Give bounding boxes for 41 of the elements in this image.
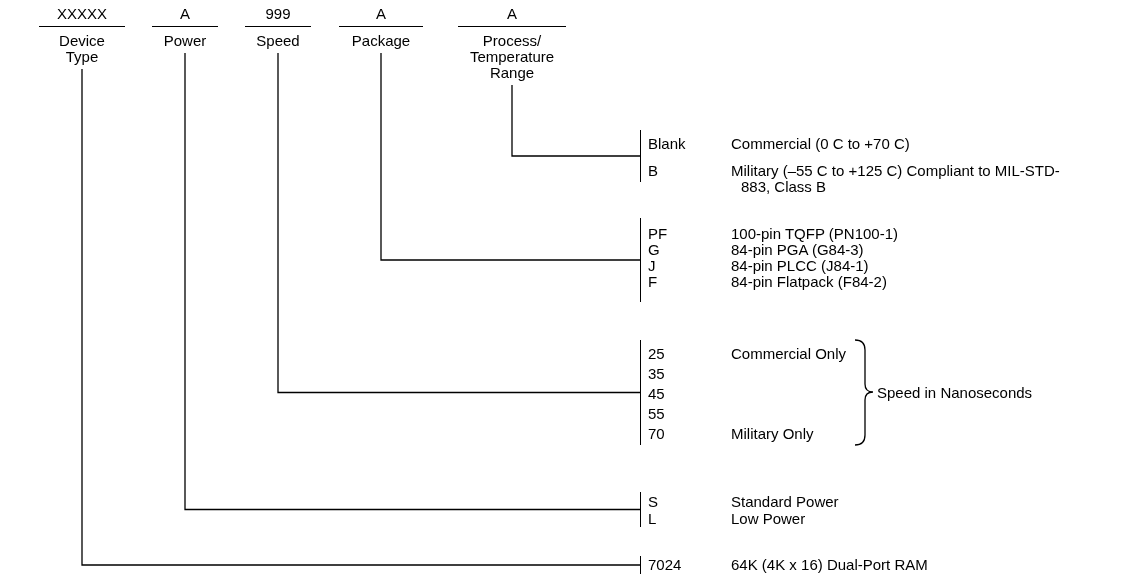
leader-line <box>184 52 641 511</box>
option-description: Low Power <box>731 510 807 527</box>
option-code: F <box>648 274 658 290</box>
field-label: Device Type <box>58 33 106 65</box>
field-label: Power <box>162 33 208 49</box>
code-field: A <box>458 4 566 27</box>
leader-line <box>380 52 641 261</box>
option-code: Blank <box>648 136 686 152</box>
option-description: 84-pin PLCC (J84-1) <box>731 258 870 274</box>
option-code: 35 <box>648 364 665 384</box>
option-description: 64K (4K x 16) Dual-Port RAM <box>731 557 929 573</box>
option-code: PF <box>648 226 668 242</box>
field-label: Package <box>350 33 412 49</box>
option-description: Military Only <box>731 424 815 444</box>
leader-line <box>511 84 641 157</box>
option-code: S <box>648 493 658 510</box>
option-description: Military (–55 C to +125 C) Compliant to MIL-STD-883, Class B <box>731 163 1061 195</box>
option-description: 100-pin TQFP (PN100-1) <box>731 226 900 242</box>
option-code: 70 <box>648 424 665 444</box>
field-label: Process/ Temperature Range <box>468 33 556 81</box>
code-field: A <box>339 4 423 27</box>
field-label: Speed <box>255 33 301 49</box>
code-field: XXXXX <box>39 4 125 27</box>
leader-line <box>81 68 641 566</box>
option-code: B <box>648 163 658 179</box>
leader-line <box>277 52 641 394</box>
option-code: 45 <box>648 384 665 404</box>
option-code: 55 <box>648 404 665 424</box>
option-description: Commercial (0 C to +70 C) <box>731 136 911 152</box>
option-description: Standard Power <box>731 493 840 510</box>
option-code: J <box>648 258 656 274</box>
option-code: 25 <box>648 344 665 364</box>
option-code: L <box>648 510 657 527</box>
option-description: Commercial Only <box>731 344 848 364</box>
option-description: 84-pin Flatpack (F84-2) <box>731 274 888 290</box>
group-note: Speed in Nanoseconds <box>877 384 1033 401</box>
option-code: 7024 <box>648 557 682 573</box>
option-description: 84-pin PGA (G84-3) <box>731 242 864 258</box>
option-code: G <box>648 242 660 258</box>
code-field: 999 <box>245 4 311 27</box>
code-field: A <box>152 4 218 27</box>
